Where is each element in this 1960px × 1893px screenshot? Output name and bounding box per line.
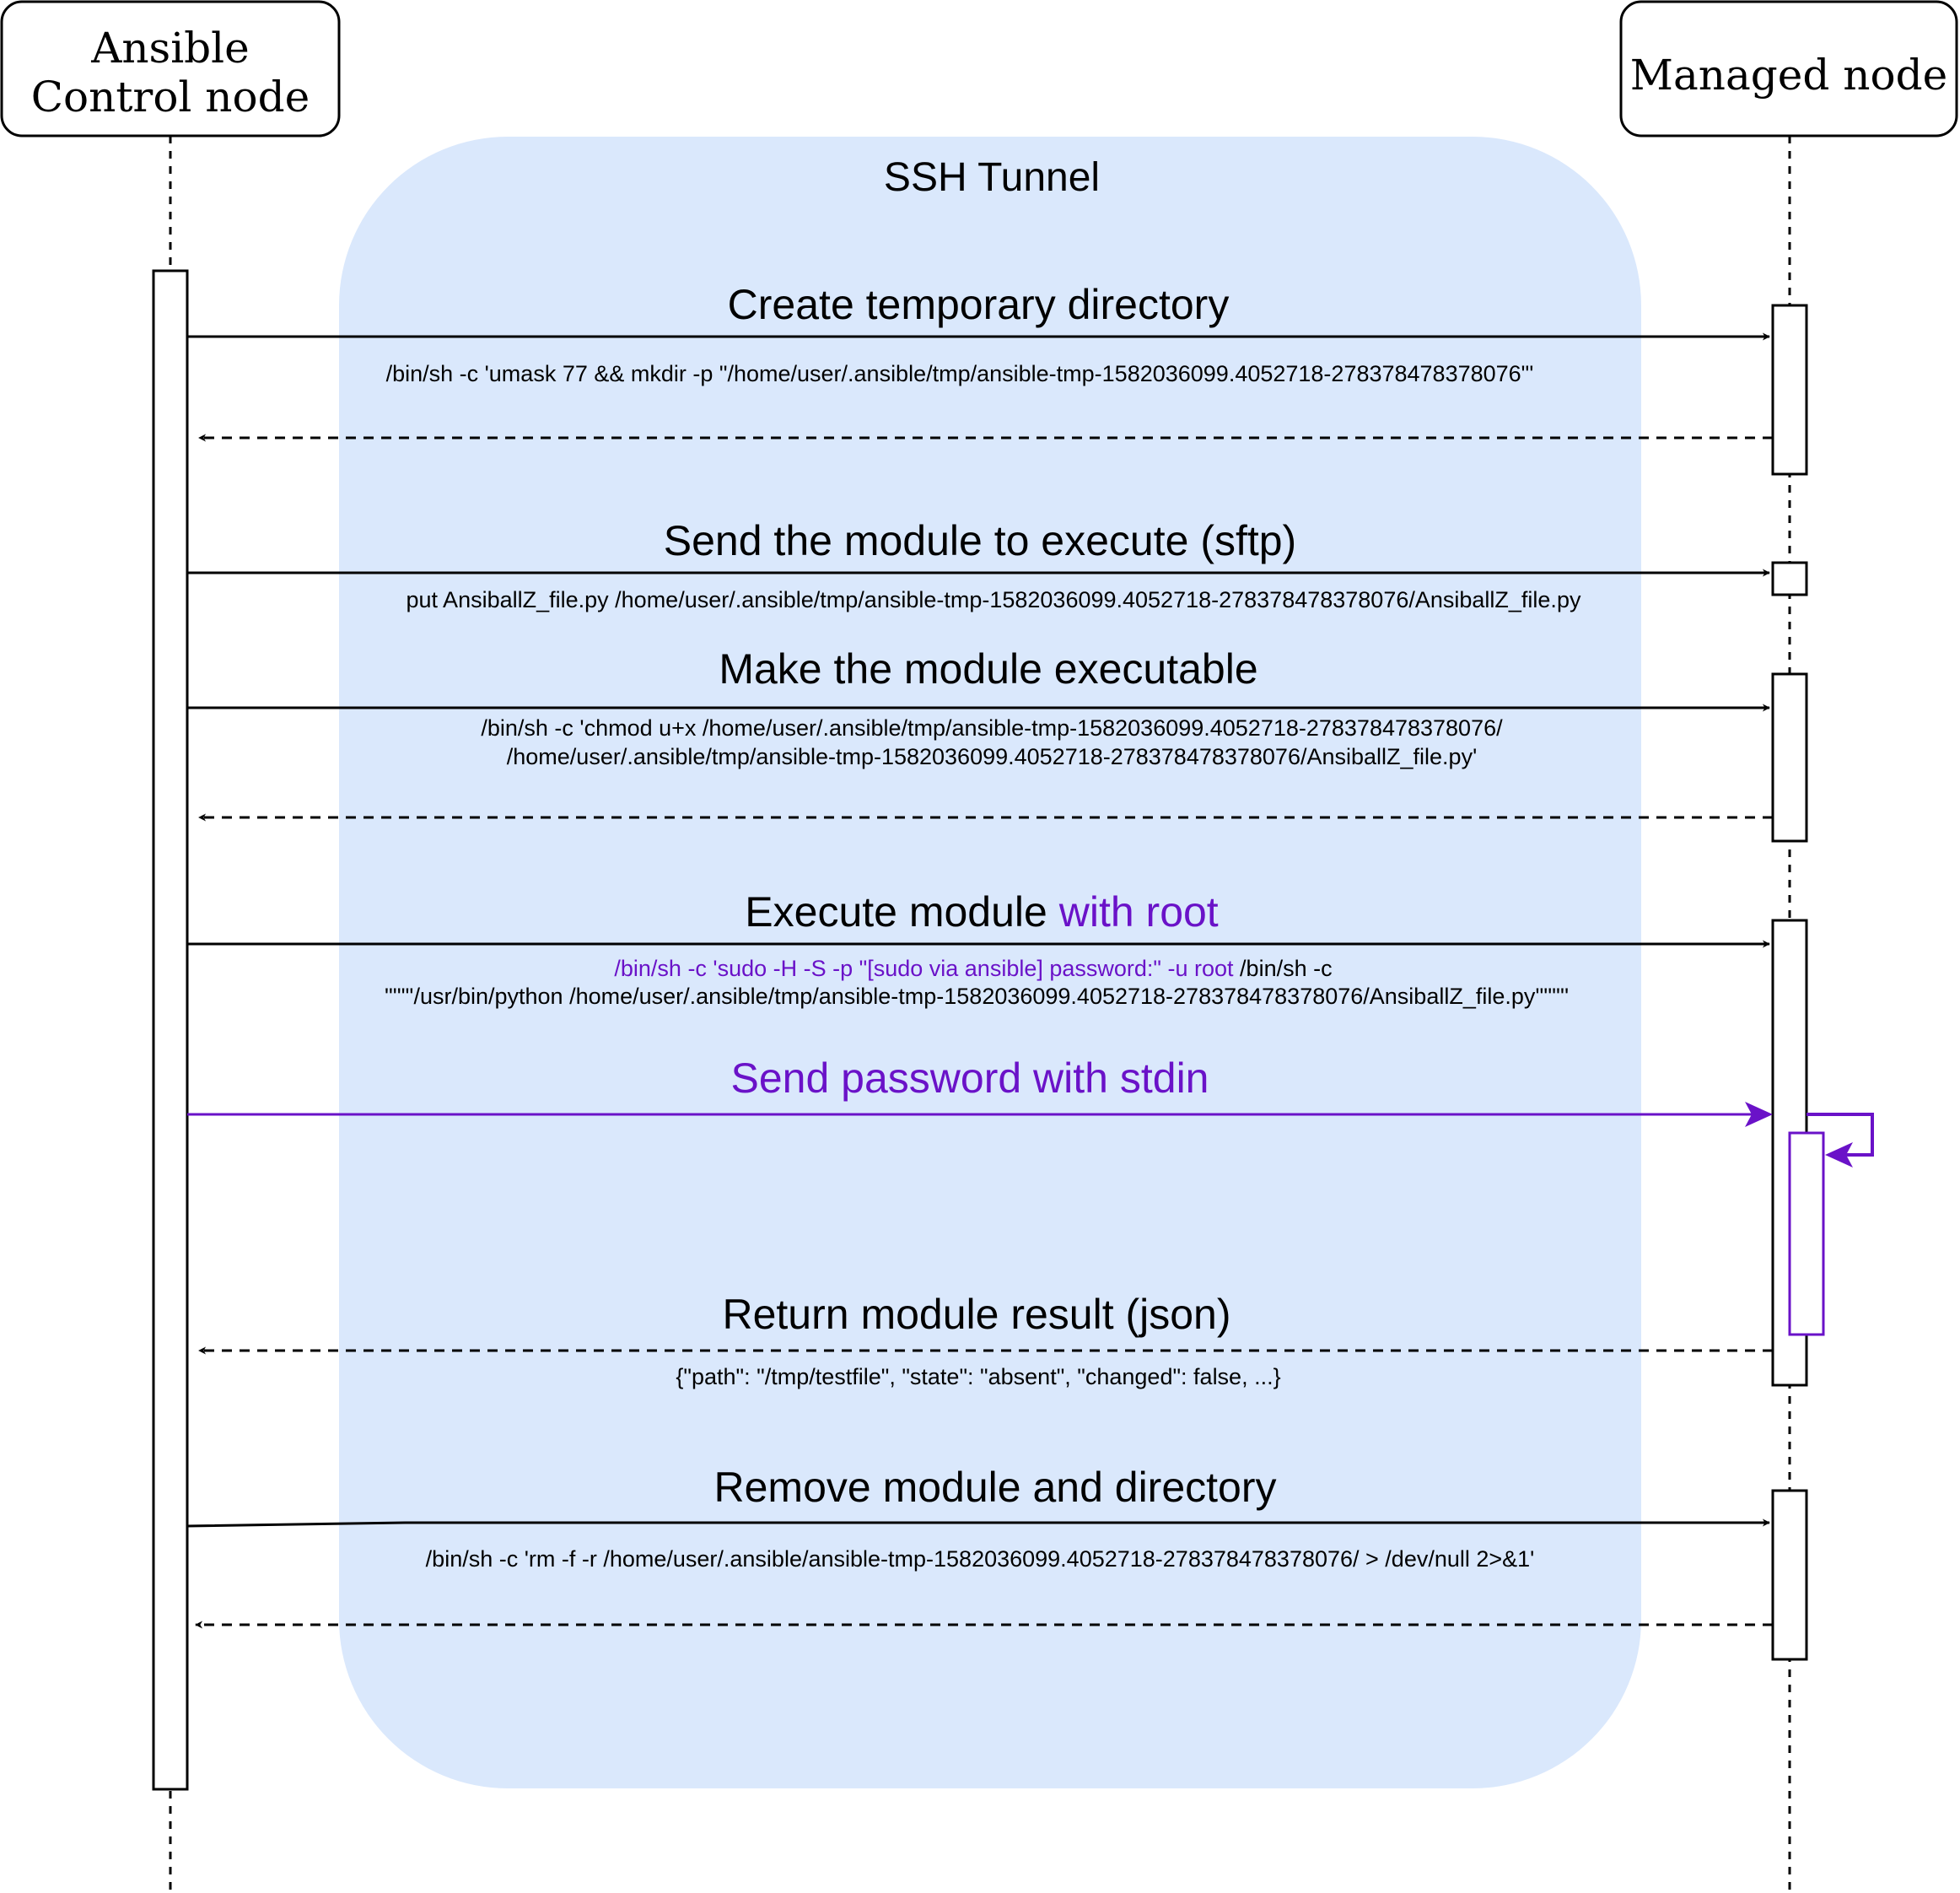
control-node-label-line1: Ansible [90,24,250,73]
create-dir-command: /bin/sh -c 'umask 77 && mkdir -p "/home/… [386,361,1534,386]
control-node-activation [152,269,189,1791]
ssh-tunnel-region [339,137,1641,1788]
execute-title-highlight: with root [1058,888,1219,936]
ssh-tunnel-label: SSH Tunnel [884,155,1100,200]
execute-command-line2: '"'"'/usr/bin/python /home/user/.ansible… [385,984,1569,1009]
remove-arrow [186,1518,1770,1528]
sudo-self-call-arrowhead [1825,1142,1853,1168]
remove-command: /bin/sh -c 'rm -f -r /home/user/.ansible… [426,1546,1535,1572]
send-password-title: Send password with stdin [731,1054,1209,1102]
execute-title-prefix: Execute module [745,888,1058,936]
make-exec-command-line2: /home/user/.ansible/tmp/ansible-tmp-1582… [507,744,1477,769]
make-exec-command-line1: /bin/sh -c 'chmod u+x /home/user/.ansibl… [481,715,1503,741]
execute-command-line1: /bin/sh -c 'sudo -H -S -p "[sudo via ans… [614,956,1332,981]
managed-node-label: Managed node [1630,51,1947,100]
execute-command-highlight: /bin/sh -c 'sudo -H -S -p "[sudo via ans… [614,956,1240,981]
make-exec-title: Make the module executable [719,645,1257,693]
managed-activation-chmod [1771,672,1808,843]
send-password-arrowhead [1745,1102,1773,1127]
send-module-title: Send the module to execute (sftp) [664,517,1296,564]
return-result-command: {"path": "/tmp/testfile", "state": "abse… [676,1364,1280,1389]
managed-activation-create [1771,304,1808,476]
managed-activation-remove [1771,1489,1808,1661]
managed-activation-sudo [1788,1131,1825,1336]
create-dir-title: Create temporary directory [728,281,1230,328]
sudo-self-call-arrow [1807,1113,1874,1157]
return-result-title: Return module result (json) [722,1291,1230,1338]
remove-title: Remove module and directory [714,1464,1277,1511]
execute-title: Execute module with root [745,888,1219,936]
control-node-label-line2: Control node [31,73,310,121]
execute-command-rest: /bin/sh -c [1240,956,1333,981]
managed-activation-send [1771,561,1808,596]
send-module-command: put AnsiballZ_file.py /home/user/.ansibl… [407,587,1581,612]
